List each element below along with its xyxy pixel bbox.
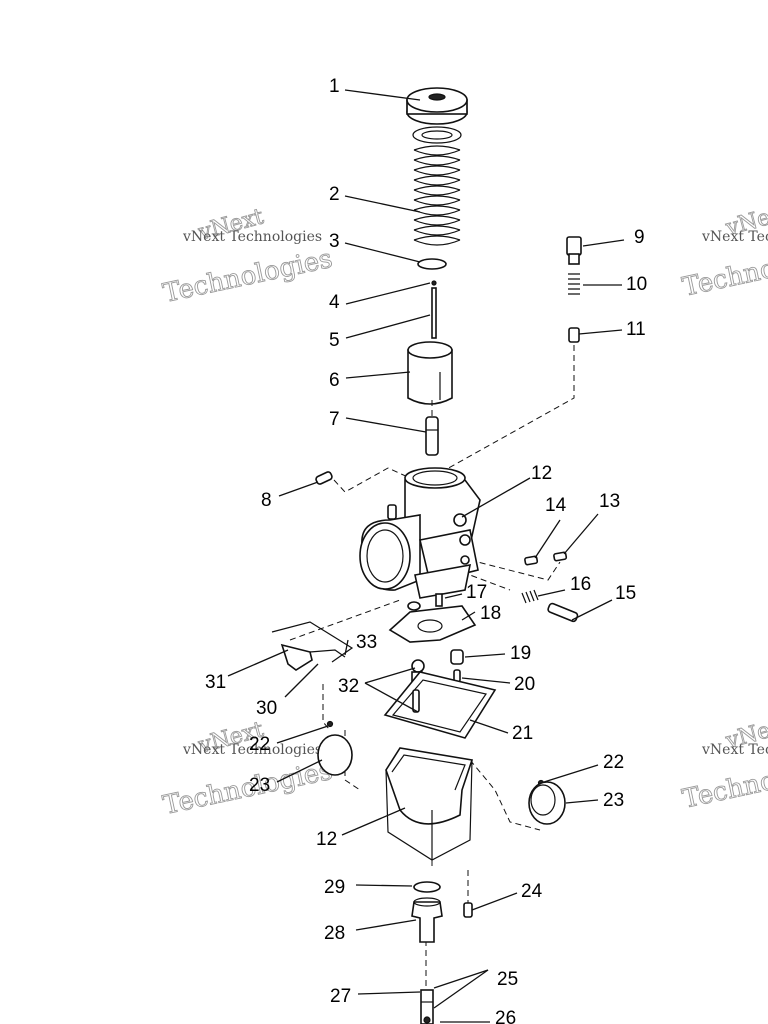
svg-text:vNext Technologies: vNext Technologies bbox=[182, 229, 322, 245]
label-19: 19 bbox=[510, 643, 531, 664]
part-float-bowl bbox=[385, 747, 474, 861]
part-pin bbox=[315, 471, 333, 485]
label-6: 6 bbox=[329, 370, 340, 391]
label-4: 4 bbox=[329, 292, 340, 313]
label-9: 9 bbox=[634, 227, 645, 248]
label-21: 21 bbox=[512, 723, 533, 744]
label-23-right: 23 bbox=[603, 790, 624, 811]
label-7: 7 bbox=[329, 409, 340, 430]
label-14: 14 bbox=[545, 495, 567, 516]
label-20: 20 bbox=[514, 674, 535, 695]
watermark-right-lower: vNext vNext Technologies Technologies bbox=[679, 712, 768, 815]
label-12-bowl: 12 bbox=[316, 829, 337, 850]
label-33: 33 bbox=[356, 632, 377, 653]
part-spring bbox=[413, 145, 461, 246]
part-float-ball-left bbox=[317, 720, 353, 776]
label-17: 17 bbox=[466, 582, 487, 603]
svg-text:Technologies: Technologies bbox=[160, 756, 335, 821]
svg-text:vNext Technologies: vNext Technologies bbox=[701, 742, 768, 758]
label-28: 28 bbox=[324, 923, 345, 944]
label-5: 5 bbox=[329, 330, 340, 351]
label-16: 16 bbox=[570, 574, 591, 595]
svg-text:Technologies: Technologies bbox=[160, 244, 335, 309]
label-24: 24 bbox=[521, 881, 543, 902]
svg-text:Technologies: Technologies bbox=[680, 750, 768, 815]
part-cap bbox=[406, 87, 468, 144]
label-1: 1 bbox=[329, 76, 340, 97]
label-31: 31 bbox=[205, 672, 226, 693]
svg-text:Technologies: Technologies bbox=[680, 238, 768, 303]
part-pilot-screw-assembly bbox=[566, 236, 582, 343]
label-22-left: 22 bbox=[249, 734, 270, 755]
part-float bbox=[383, 671, 497, 739]
label-3: 3 bbox=[329, 231, 340, 252]
label-25: 25 bbox=[497, 969, 518, 990]
label-29: 29 bbox=[324, 877, 345, 898]
part-float-ball-right bbox=[528, 779, 566, 825]
label-22-right: 22 bbox=[603, 752, 624, 773]
label-32: 32 bbox=[338, 676, 359, 697]
label-27: 27 bbox=[330, 986, 351, 1007]
label-23-left: 23 bbox=[249, 775, 270, 796]
label-13: 13 bbox=[599, 491, 620, 512]
callout-numbers: 1 2 3 4 5 6 7 8 9 10 11 12 13 14 15 16 1… bbox=[205, 76, 647, 1024]
label-26: 26 bbox=[495, 1008, 516, 1024]
part-float-chamber-parts bbox=[388, 593, 477, 683]
part-main-jet-assembly bbox=[411, 881, 473, 1024]
label-11: 11 bbox=[626, 319, 646, 340]
leader-lines bbox=[227, 89, 625, 1023]
part-carburetor-body bbox=[359, 467, 481, 599]
svg-text:vNext Technologies: vNext Technologies bbox=[701, 229, 768, 245]
label-8: 8 bbox=[261, 490, 272, 511]
label-18: 18 bbox=[480, 603, 501, 624]
label-12-body: 12 bbox=[531, 463, 552, 484]
part-needle bbox=[431, 280, 437, 339]
label-10: 10 bbox=[626, 274, 647, 295]
label-15: 15 bbox=[615, 583, 636, 604]
part-throttle-slide bbox=[407, 341, 453, 405]
part-retainer bbox=[417, 258, 447, 270]
label-2: 2 bbox=[329, 184, 340, 205]
part-jet-holder bbox=[425, 416, 439, 456]
watermark-left-upper: vNext vNext Technologies Technologies bbox=[160, 204, 335, 310]
svg-text:vNext Technologies: vNext Technologies bbox=[182, 742, 322, 758]
label-30: 30 bbox=[256, 698, 277, 719]
watermark-right-upper: vNext vNext Technologies Technologies bbox=[679, 199, 768, 303]
